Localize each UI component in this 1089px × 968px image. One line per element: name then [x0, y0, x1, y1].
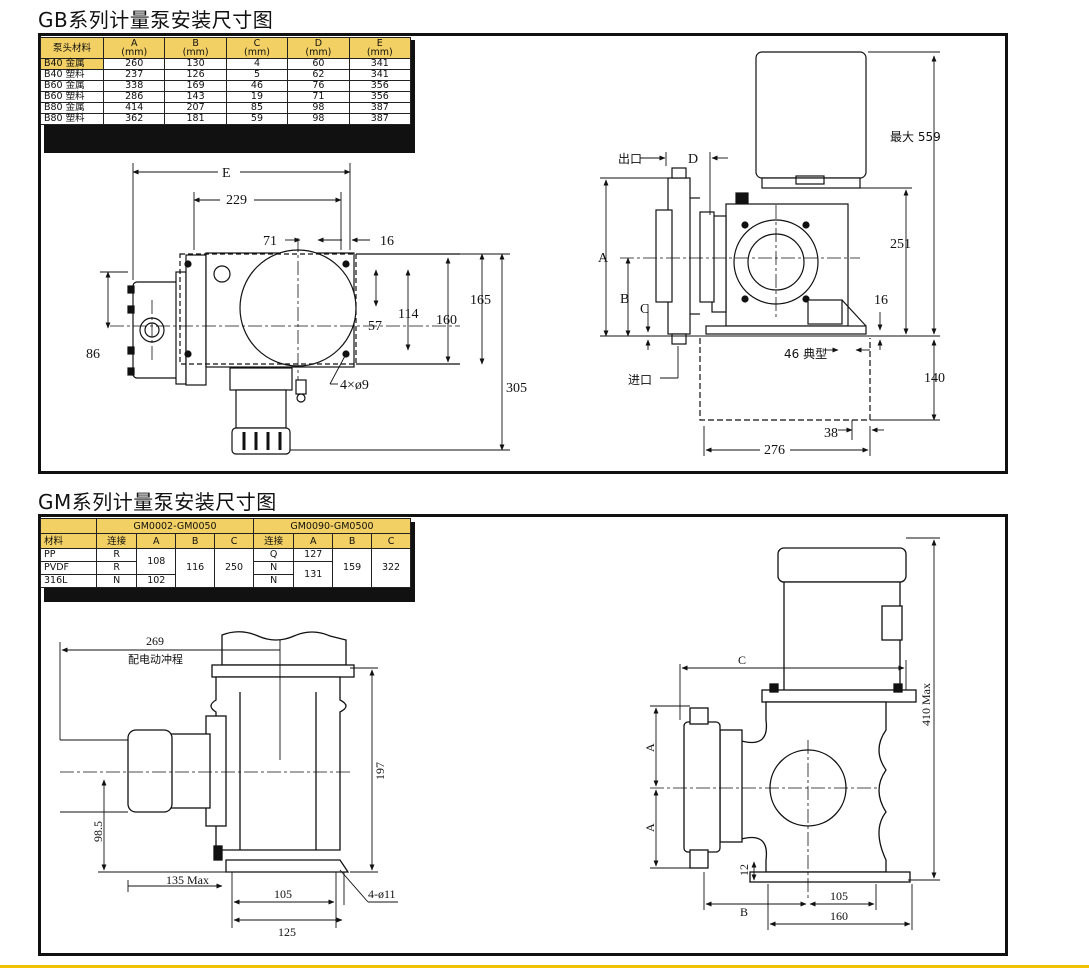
gb-cell-material: B80 塑料	[40, 113, 104, 125]
gb-cell-value: 143	[164, 91, 227, 103]
gm-table-header: 材料 连接 A B C 连接 A B C	[40, 533, 411, 549]
gb-cell-value: 5	[225, 69, 289, 81]
gm-cell-conn2-pvdf: N	[252, 561, 295, 575]
gm-cell-mat-pp: PP	[40, 548, 97, 562]
gb-col-d-unit: (mm)	[305, 47, 332, 58]
gb-cell-value: 85	[225, 102, 289, 114]
gb-col-a: A(mm)	[102, 37, 166, 59]
gb-cell-material: B40 金属	[40, 58, 104, 70]
gb-cell-value: 414	[102, 102, 166, 114]
gb-cell-value: 338	[102, 80, 166, 92]
gb-dimension-table: 泵头材料 A(mm) B(mm) C(mm) D(mm) E(mm) B40 金…	[40, 37, 412, 125]
gm-col-b1: B	[175, 533, 216, 549]
gm-cell-c2-merged: 322	[371, 548, 411, 588]
gm-group-1: GM0002-GM0050	[96, 518, 254, 534]
gb-cell-material: B80 金属	[40, 102, 104, 114]
gb-cell-value: 260	[102, 58, 166, 70]
gm-cell-a1-316l: 102	[136, 574, 177, 588]
gm-col-a2: A	[293, 533, 334, 549]
gb-col-e-unit: (mm)	[366, 47, 393, 58]
gm-group-2: GM0090-GM0500	[252, 518, 412, 534]
gm-col-a1: A	[136, 533, 177, 549]
gm-col-b2: B	[332, 533, 373, 549]
gm-col-material: 材料	[40, 533, 97, 549]
gb-section-title: GB系列计量泵安装尺寸图	[38, 8, 274, 32]
gm-cell-a2-pp: 127	[293, 548, 334, 562]
gb-col-e-name: E	[376, 38, 383, 49]
gb-cell-value: 126	[164, 69, 227, 81]
gb-cell-value: 59	[225, 113, 289, 125]
gm-col-c1: C	[214, 533, 254, 549]
gb-cell-value: 98	[287, 102, 350, 114]
gb-cell-value: 60	[287, 58, 350, 70]
gb-cell-value: 181	[164, 113, 227, 125]
gm-table-group-header: GM0002-GM0050 GM0090-GM0500	[40, 518, 412, 534]
gb-cell-value: 62	[287, 69, 350, 81]
gb-col-a-name: A	[130, 38, 138, 49]
gm-col-conn2: 连接	[252, 533, 295, 549]
gb-cell-value: 286	[102, 91, 166, 103]
gb-col-b: B(mm)	[164, 37, 227, 59]
gb-cell-value: 19	[225, 91, 289, 103]
gb-cell-material: B60 金属	[40, 80, 104, 92]
gb-col-c-unit: (mm)	[244, 47, 270, 58]
gm-cell-conn1-pvdf: R	[95, 561, 138, 575]
gb-cell-value: 76	[287, 80, 350, 92]
gm-row-316l: 316L N 102 N	[40, 574, 411, 588]
bottom-accent-line	[0, 965, 1089, 968]
gm-section-title: GM系列计量泵安装尺寸图	[38, 490, 277, 514]
gb-cell-value: 98	[287, 113, 350, 125]
gb-cell-value: 4	[225, 58, 289, 70]
gm-cell-conn1-pp: R	[95, 548, 138, 562]
gb-col-d-name: D	[314, 38, 323, 49]
gm-row-pp: PP R 108 116 250 Q 127 159 322	[40, 548, 411, 588]
gm-col-conn1: 连接	[95, 533, 138, 549]
gm-cell-c1-merged: 250	[214, 548, 254, 588]
gb-cell-material: B60 塑料	[40, 91, 104, 103]
gm-cell-b1-merged: 116	[175, 548, 216, 588]
gm-cell-conn2-316l: N	[252, 574, 295, 588]
gb-cell-value: 356	[348, 80, 412, 92]
gb-cell-value: 341	[348, 58, 412, 70]
gm-cell-a2-merged: 131	[293, 561, 334, 588]
gm-dimension-table: GM0002-GM0050 GM0090-GM0500 材料 连接 A B C …	[40, 518, 412, 588]
gm-cell-b2-merged: 159	[332, 548, 373, 588]
gb-table-header: 泵头材料 A(mm) B(mm) C(mm) D(mm) E(mm)	[40, 37, 412, 59]
gm-cell-conn1-316l: N	[95, 574, 138, 588]
gb-cell-value: 387	[348, 113, 412, 125]
gm-cell-conn2-pp: Q	[252, 548, 295, 562]
gb-cell-value: 341	[348, 69, 412, 81]
gb-col-a-unit: (mm)	[121, 47, 148, 58]
gb-cell-value: 46	[225, 80, 289, 92]
gm-corner-cell	[40, 518, 97, 534]
gb-col-material: 泵头材料	[40, 37, 104, 59]
gb-col-c-name: C	[253, 38, 261, 49]
gm-col-c2: C	[371, 533, 411, 549]
gb-cell-value: 387	[348, 102, 412, 114]
gb-cell-value: 169	[164, 80, 227, 92]
gb-cell-value: 362	[102, 113, 166, 125]
gb-cell-material: B40 塑料	[40, 69, 104, 81]
gb-col-d: D(mm)	[287, 37, 350, 59]
gb-col-e: E(mm)	[348, 37, 412, 59]
gb-cell-value: 237	[102, 69, 166, 81]
gb-cell-value: 356	[348, 91, 412, 103]
gb-cell-value: 71	[287, 91, 350, 103]
gb-cell-value: 130	[164, 58, 227, 70]
gb-col-b-unit: (mm)	[182, 47, 209, 58]
gm-cell-mat-pvdf: PVDF	[40, 561, 97, 575]
gb-col-c: C(mm)	[225, 37, 289, 59]
gm-cell-mat-316l: 316L	[40, 574, 97, 588]
gb-col-b-name: B	[192, 38, 199, 49]
gm-cell-a1-merged: 108	[136, 548, 177, 575]
gb-cell-value: 207	[164, 102, 227, 114]
